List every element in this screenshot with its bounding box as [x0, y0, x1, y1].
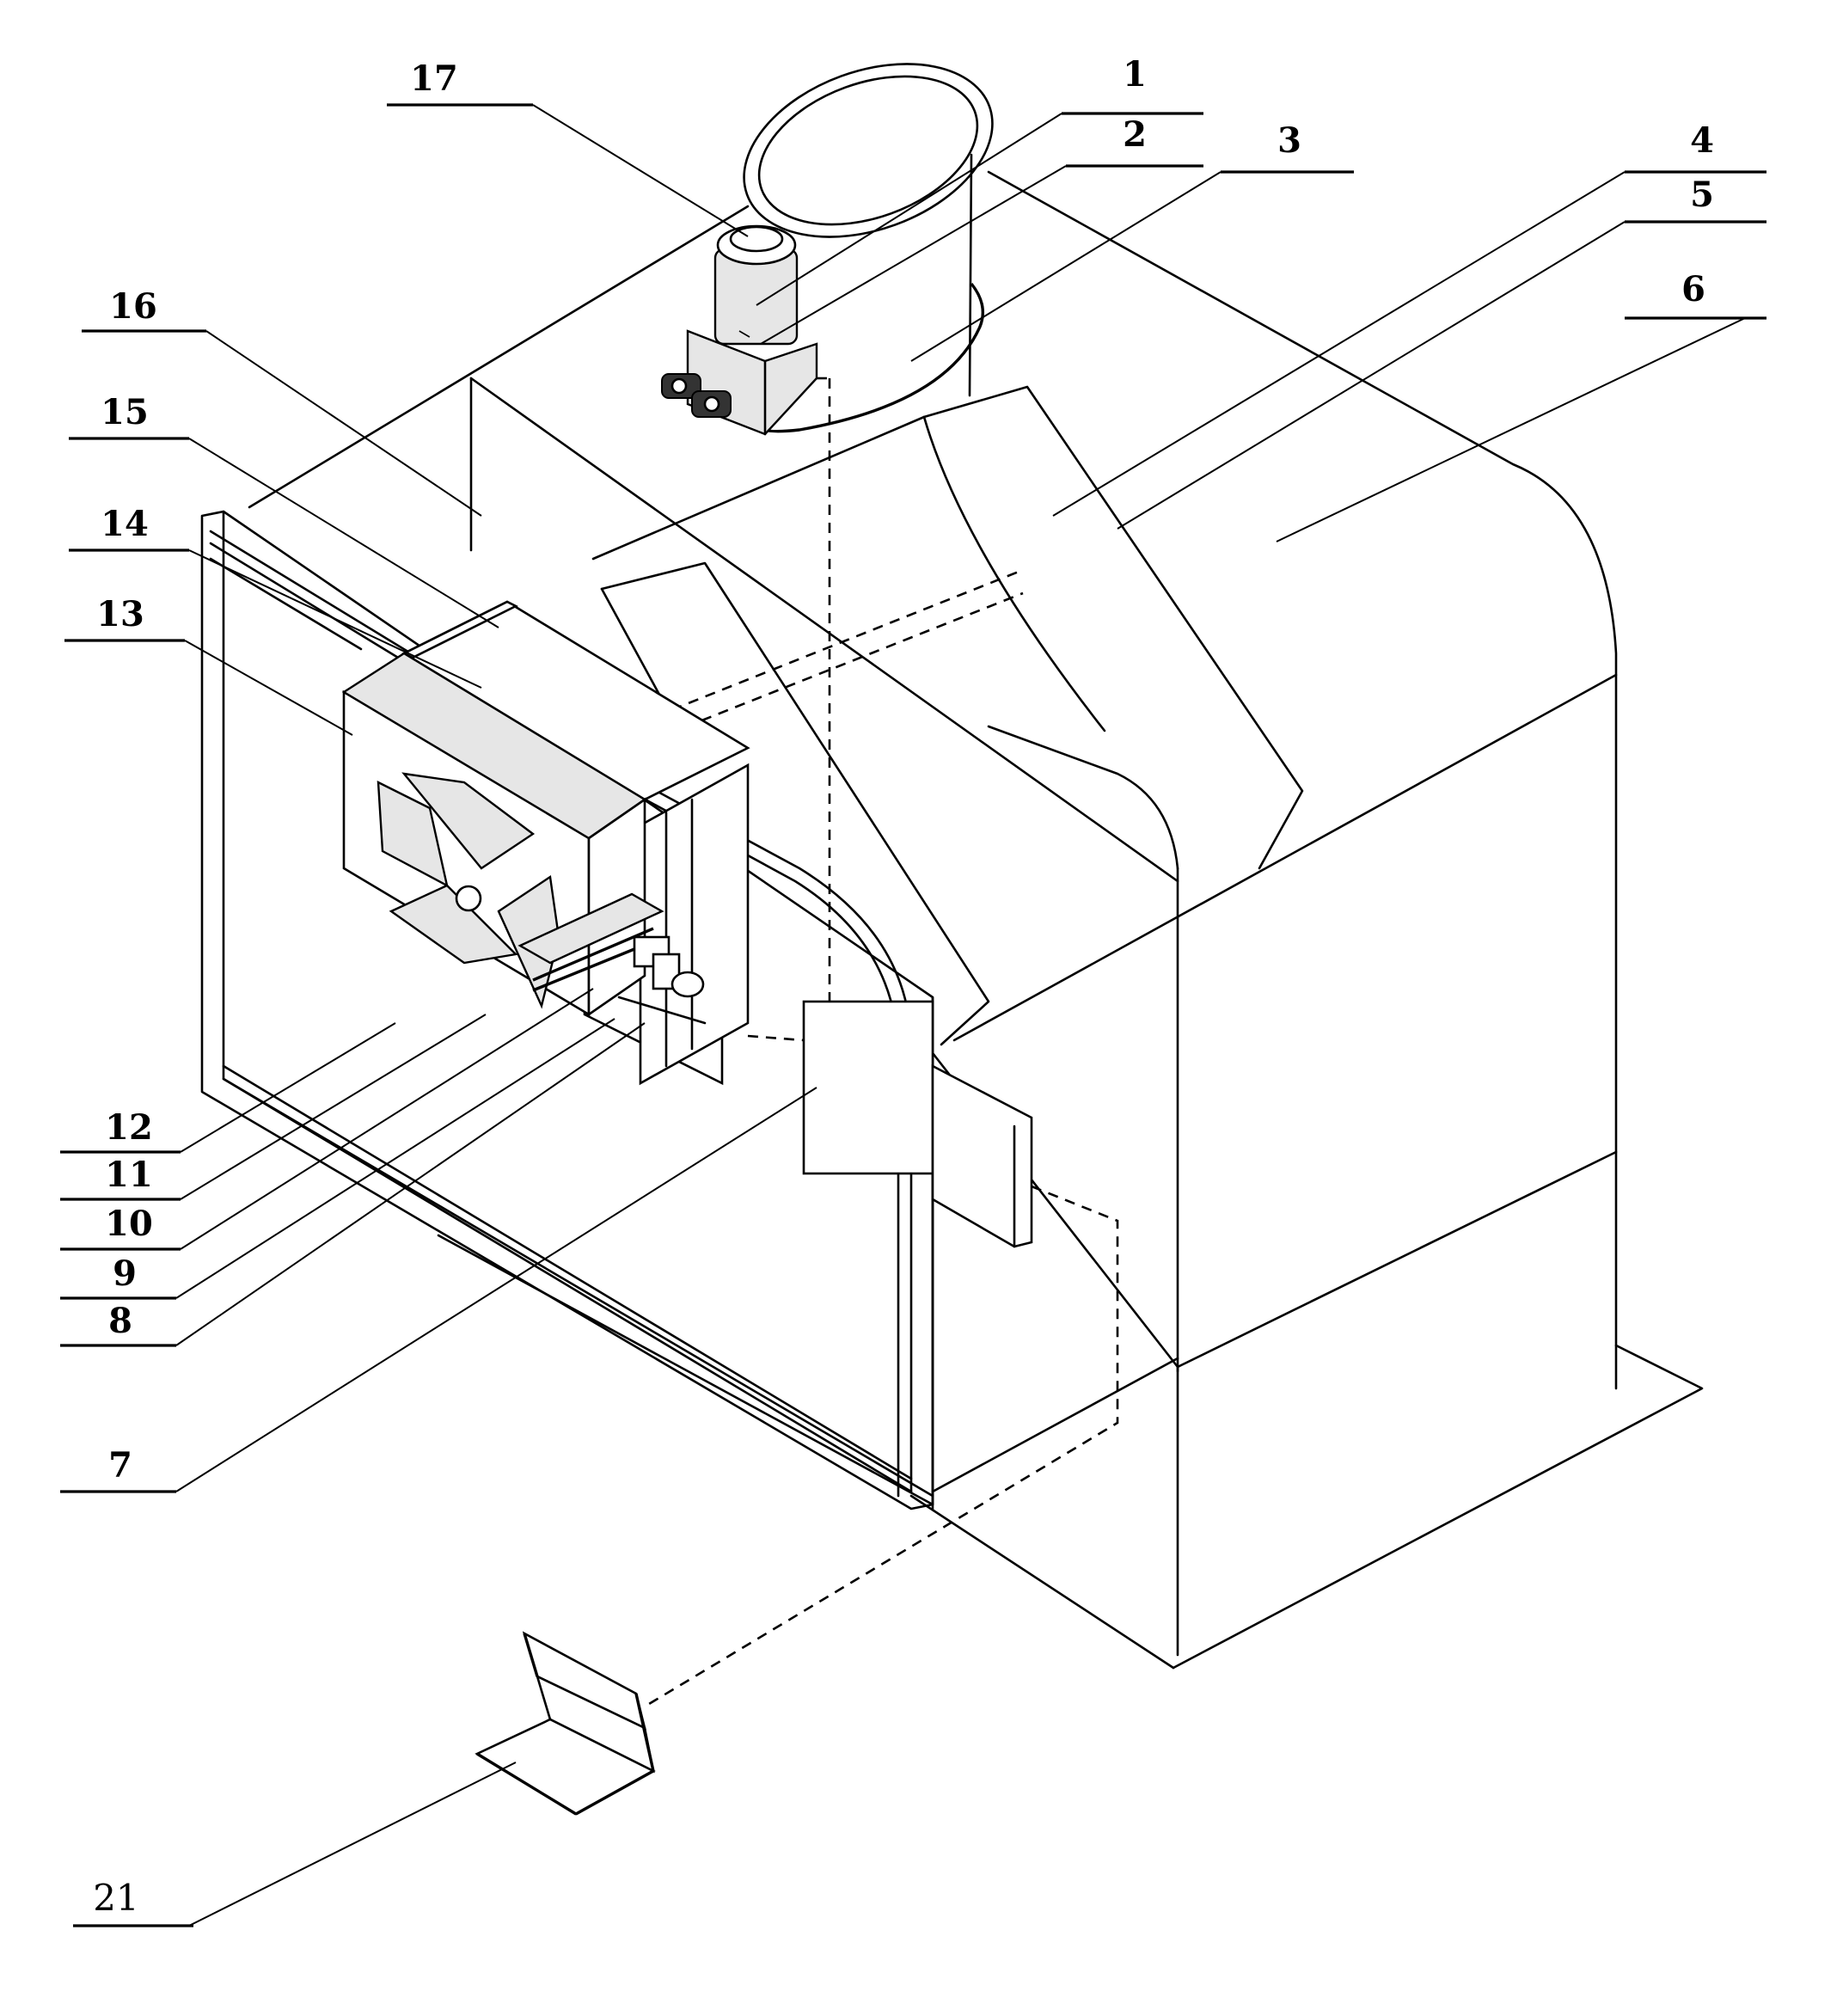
- label-5: 5: [1690, 175, 1714, 215]
- control-box: [802, 1000, 1033, 1248]
- label-15: 15: [101, 392, 149, 432]
- label-12: 12: [105, 1107, 153, 1148]
- label-17: 17: [410, 58, 458, 99]
- label-10: 10: [105, 1204, 153, 1244]
- gripper-fixture: [341, 600, 750, 1086]
- label-7: 7: [108, 1445, 132, 1486]
- label-16: 16: [109, 286, 157, 327]
- main-housing: [248, 170, 1618, 1657]
- tower-assembly: [661, 63, 994, 436]
- light-panels: [591, 385, 1304, 1046]
- label-6: 6: [1681, 269, 1705, 309]
- laptop-computer: [475, 1631, 656, 1816]
- label-8: 8: [108, 1301, 132, 1341]
- label-underlines: [60, 103, 1766, 1927]
- label-13: 13: [96, 594, 144, 634]
- label-2: 2: [1123, 114, 1147, 155]
- label-4: 4: [1690, 120, 1714, 161]
- label-3: 3: [1277, 120, 1301, 161]
- label-21: 21: [93, 1877, 138, 1919]
- label-11: 11: [105, 1155, 153, 1195]
- front-door-frame: [200, 510, 934, 1510]
- leader-lines: [175, 104, 1746, 1927]
- label-14: 14: [101, 504, 149, 544]
- label-numbers: 17 1 2 3 4 5 6 16 15 14 13 12 11 10 9 8 …: [93, 54, 1714, 1919]
- label-9: 9: [113, 1253, 137, 1294]
- label-1: 1: [1123, 54, 1147, 95]
